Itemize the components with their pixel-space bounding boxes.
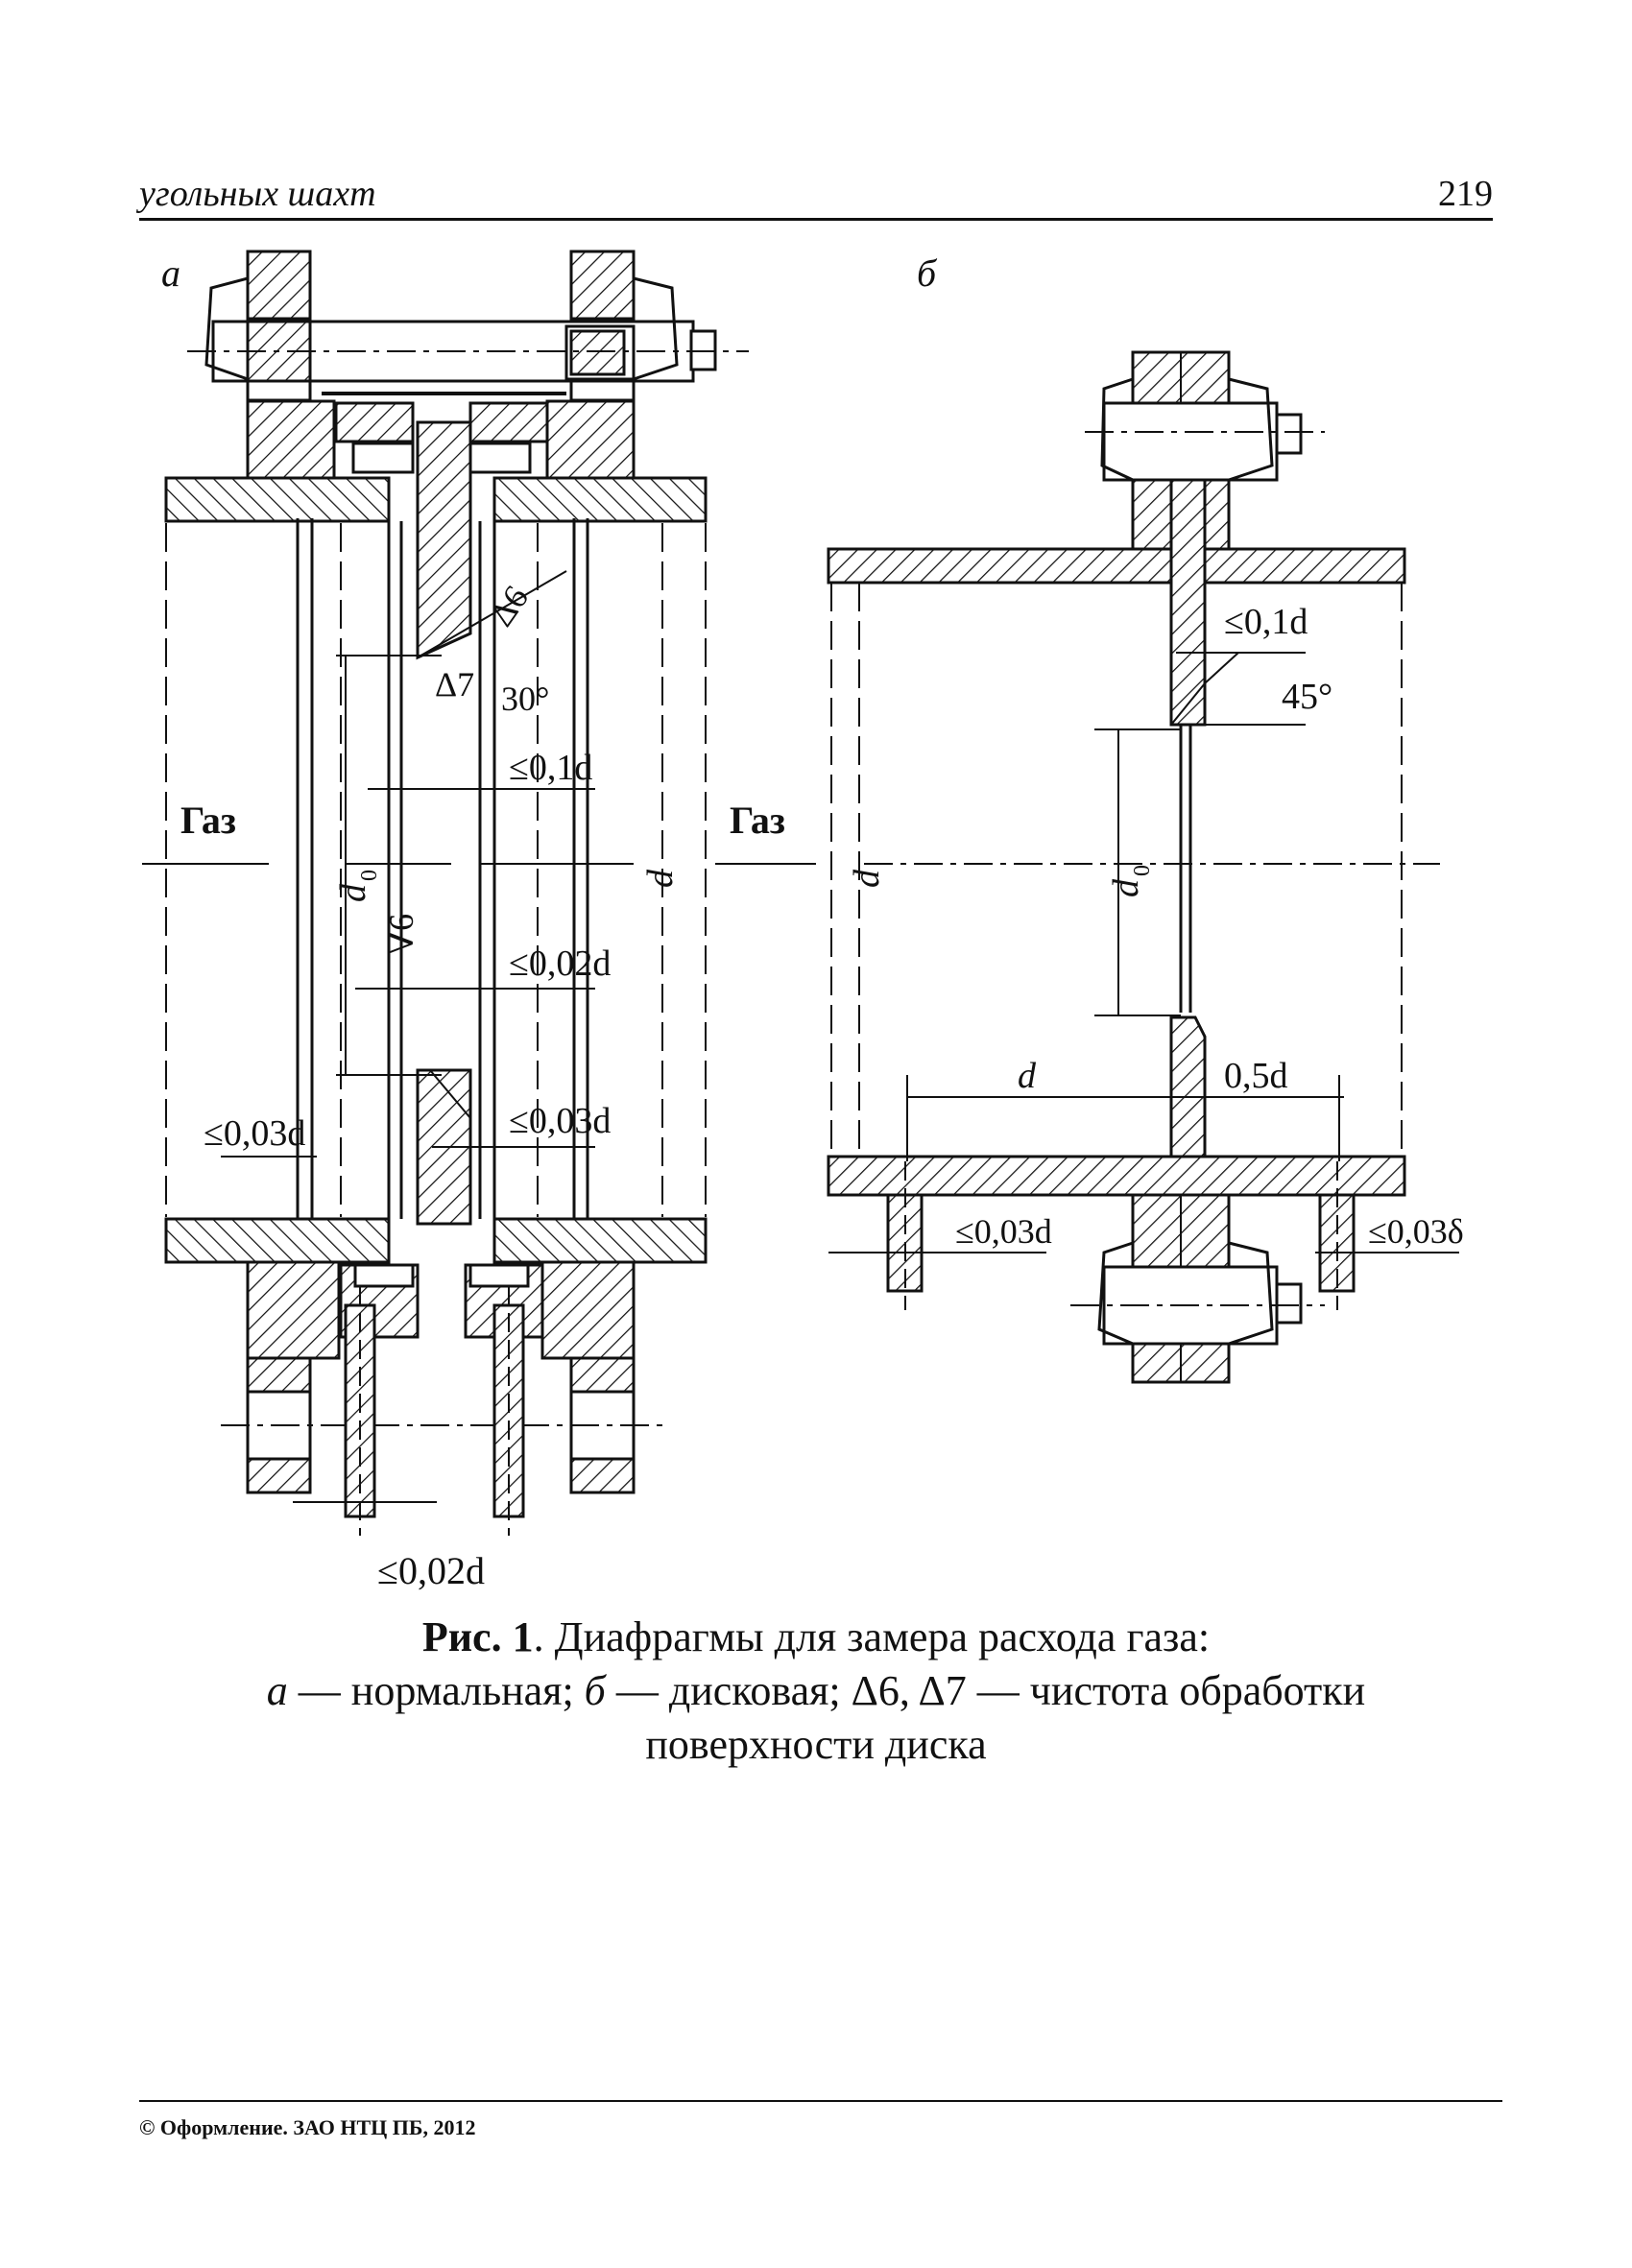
a-d0-sub: 0 [357, 870, 382, 881]
a-tol-003d-right: ≤0,03d [509, 1101, 611, 1141]
a-delta6-label: Δ6 [482, 579, 536, 633]
gas-label-left: Газ [180, 799, 236, 842]
a-d0-label: d [333, 883, 373, 902]
b-tol-003d: ≤0,03d [955, 1212, 1052, 1251]
caption-line-3: поверхности диска [645, 1721, 987, 1768]
b-d-vertical: d [847, 869, 887, 888]
a-d-label: d [640, 869, 681, 888]
b-tol-003delta: ≤0,03δ [1368, 1212, 1464, 1251]
b-d0-label: d [1106, 878, 1146, 897]
footer-rule [139, 2100, 1502, 2102]
page-number: 219 [1438, 174, 1493, 214]
figure-number: Рис. 1 [421, 1613, 534, 1660]
copyright-text: © Оформление. ЗАО НТЦ ПБ, 2012 [139, 2115, 476, 2139]
b-angle-label: 45° [1282, 677, 1332, 717]
gas-label-right: Газ [730, 799, 785, 842]
panel-b-label: б [917, 251, 938, 295]
caption-item-a-text: — нормальная; [287, 1667, 585, 1714]
panel-a-label: а [161, 251, 180, 295]
b-d-horizontal: d [1018, 1056, 1037, 1096]
page-header: угольных шахт 219 [139, 173, 1493, 221]
b-tol-01d: ≤0,1d [1224, 602, 1308, 642]
page-footer: © Оформление. ЗАО НТЦ ПБ, 2012 [139, 2100, 1502, 2140]
figure-caption: Рис. 1. Диафрагмы для замера расхода газ… [0, 1611, 1632, 1772]
a-angle-label: 30° [501, 680, 549, 718]
panel-b [827, 350, 1459, 1384]
b-half-d: 0,5d [1224, 1056, 1288, 1096]
a-tol-003d-left: ≤0,03d [204, 1113, 305, 1154]
header-rule [139, 218, 1493, 221]
a-tol-002d-mid: ≤0,02d [509, 943, 611, 984]
a-tol-002d-bottom: ≤0,02d [377, 1549, 485, 1592]
caption-title: . Диафрагмы для замера расхода газа: [533, 1613, 1211, 1660]
a-delta7-label: Δ7 [435, 665, 474, 704]
caption-item-a-letter: а [266, 1667, 288, 1714]
caption-item-b-text: — дисковая; Δ6, Δ7 — чистота обработки [605, 1667, 1366, 1714]
a-grad6-label: ∇6 [382, 914, 420, 955]
running-title: угольных шахт [139, 174, 376, 214]
a-tol-01d: ≤0,1d [509, 748, 592, 788]
caption-item-b-letter: б [584, 1667, 606, 1714]
b-d0-sub: 0 [1130, 865, 1155, 876]
panel-a [142, 250, 816, 1536]
caption-line-2: а — нормальная; б — дисковая; Δ6, Δ7 — ч… [0, 1664, 1632, 1718]
caption-line-1: Рис. 1. Диафрагмы для замера расхода газ… [0, 1611, 1632, 1664]
